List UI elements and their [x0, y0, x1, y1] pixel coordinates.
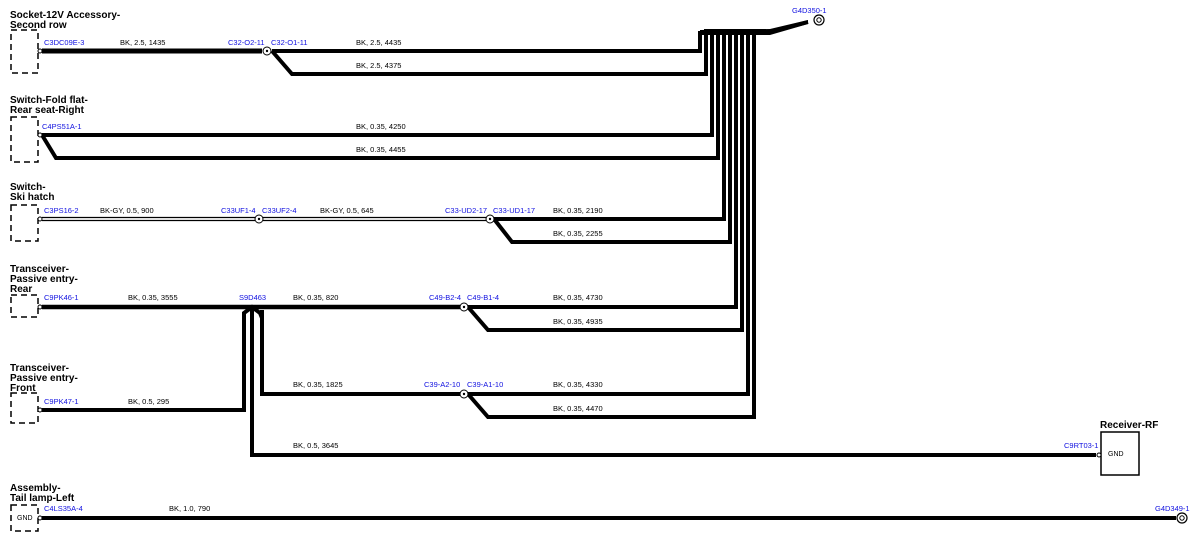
pin-c9pk47	[37, 407, 43, 413]
ground-g4d349: G4D349-1	[1155, 504, 1190, 513]
wire-label-790: BK, 1.0, 790	[169, 504, 210, 513]
wire-4935	[466, 33, 744, 332]
wire-4375	[270, 33, 708, 76]
ground-g4d350: G4D350-1	[792, 6, 827, 15]
wire-4250	[42, 33, 714, 137]
connector-c33uf1: C33UF1-4	[221, 206, 256, 215]
wire-4455	[40, 33, 720, 160]
wire-label-1435: BK, 2.5, 1435	[120, 38, 165, 47]
wire-label-3555: BK, 0.35, 3555	[128, 293, 178, 302]
wire-label-820: BK, 0.35, 820	[293, 293, 338, 302]
connector-c9rt03: C9RT03-1	[1064, 441, 1098, 450]
pin-c4ls35a	[37, 515, 43, 521]
wire-bk-gy	[42, 216, 486, 222]
pin-c9pk46	[37, 304, 43, 310]
connector-c39-a1: C39-A1-10	[467, 380, 503, 389]
wire-label-4330: BK, 0.35, 4330	[553, 380, 603, 389]
pin-c4ps51a	[37, 132, 43, 138]
wire-4730	[468, 33, 738, 309]
connector-c32-o1: C32-O1-11	[271, 38, 308, 47]
wire-label-4375: BK, 2.5, 4375	[356, 61, 401, 70]
bundle-taper	[700, 20, 808, 35]
wire-label-4935: BK, 0.35, 4935	[553, 317, 603, 326]
wire-label-645: BK-GY, 0.5, 645	[320, 206, 374, 215]
transceiver-rear-title-3: Rear	[10, 284, 32, 295]
wire-label-4455: BK, 0.35, 4455	[356, 145, 406, 154]
pin-c9rt03	[1096, 452, 1102, 458]
pin-c3dc09e	[37, 48, 43, 54]
transceiver-front-title-1: Transceiver-	[10, 363, 69, 374]
wire-label-900: BK-GY, 0.5, 900	[100, 206, 154, 215]
wire-label-295: BK, 0.5, 295	[128, 397, 169, 406]
pin-c3ps16	[37, 216, 43, 222]
connector-c9pk46: C9PK46-1	[44, 293, 79, 302]
connector-c9pk47: C9PK47-1	[44, 397, 79, 406]
wire-2190	[494, 33, 726, 221]
wire-4330	[468, 33, 750, 396]
taillamp-gnd-pin: GND	[17, 515, 33, 522]
connector-c3dc09e: C3DC09E-3	[44, 38, 84, 47]
receiver-rf-box	[1100, 431, 1140, 476]
wire-label-1825: BK, 0.35, 1825	[293, 380, 343, 389]
transceiver-front-title-2: Passive entry-	[10, 373, 78, 384]
ground-symbol-g4d350	[813, 14, 825, 26]
transceiver-rear-box	[10, 294, 39, 318]
tail-lamp-title-2: Tail lamp-Left	[10, 493, 75, 504]
wire-label-2255: BK, 0.35, 2255	[553, 229, 603, 238]
switch-fold-title-2: Rear seat-Right	[10, 105, 85, 116]
switch-ski-box	[10, 204, 39, 242]
wire-label-4470: BK, 0.35, 4470	[553, 404, 603, 413]
ground-symbol-g4d349	[1176, 512, 1188, 524]
switch-ski-title-1: Switch-	[10, 182, 46, 193]
connector-c49-b2: C49-B2-4	[429, 293, 461, 302]
connector-c4ps51a: C4PS51A-1	[42, 122, 82, 131]
splice-s9d463: S9D463	[239, 293, 266, 302]
wire-label-4435: BK, 2.5, 4435	[356, 38, 401, 47]
connector-c33uf2: C33UF2-4	[262, 206, 297, 215]
switch-fold-box	[10, 116, 39, 163]
transceiver-rear-title-1: Transceiver-	[10, 264, 69, 275]
wire-295	[42, 304, 264, 412]
transceiver-front-box	[10, 392, 39, 424]
wire-label-3645: BK, 0.5, 3645	[293, 441, 338, 450]
receiver-gnd-pin: GND	[1108, 451, 1124, 458]
switch-ski-title-2: Ski hatch	[10, 192, 54, 203]
socket-title-1: Socket-12V Accessory-	[10, 10, 120, 21]
wire-4470	[466, 33, 756, 419]
wire-label-2190: BK, 0.35, 2190	[553, 206, 603, 215]
transceiver-front-title-3: Front	[10, 383, 36, 394]
connector-c49-b1: C49-B1-4	[467, 293, 499, 302]
tail-lamp-title-1: Assembly-	[10, 483, 61, 494]
wire-1825	[260, 310, 460, 396]
wire-label-4250: BK, 0.35, 4250	[356, 122, 406, 131]
transceiver-rear-title-2: Passive entry-	[10, 274, 78, 285]
socket-box	[10, 29, 39, 74]
wire-3645	[250, 307, 1096, 457]
wire-label-4730: BK, 0.35, 4730	[553, 293, 603, 302]
receiver-rf-title: Receiver-RF	[1100, 420, 1158, 431]
connector-c3ps16: C3PS16-2	[44, 206, 79, 215]
connector-c32-o2: C32-O2-11	[228, 38, 265, 47]
wire-4435	[272, 31, 705, 53]
connector-c4ls35a: C4LS35A-4	[44, 504, 83, 513]
connector-c33-ud2: C33-UD2-17	[445, 206, 487, 215]
wire-2255	[492, 33, 732, 244]
connector-c33-ud1: C33-UD1-17	[493, 206, 535, 215]
connector-c39-a2: C39-A2-10	[424, 380, 460, 389]
socket-title-2: Second row	[10, 20, 67, 31]
switch-fold-title-1: Switch-Fold flat-	[10, 95, 88, 106]
